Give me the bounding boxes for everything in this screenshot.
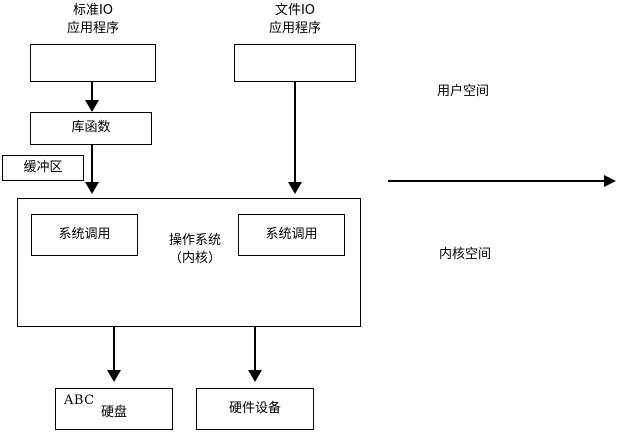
fileio-app-caption: 文件IO 应用程序 bbox=[268, 3, 321, 36]
syscall-box-right[interactable]: 系统调用 bbox=[238, 214, 345, 256]
hard-disk-box-inner: ABC 硬盘 bbox=[56, 389, 172, 429]
arrowhead-down-icon bbox=[107, 370, 121, 382]
stdio-app-box[interactable] bbox=[30, 44, 156, 82]
connector-lib-to-kernel bbox=[91, 145, 93, 184]
arrowhead-down-icon bbox=[288, 182, 302, 194]
connector-fileio-app-to-kernel bbox=[294, 82, 296, 184]
fileio-app-box[interactable] bbox=[234, 44, 356, 82]
hard-disk-abc-text: ABC bbox=[64, 393, 95, 408]
library-function-box[interactable]: 库函数 bbox=[30, 112, 152, 145]
space-divider-line bbox=[388, 180, 605, 182]
hard-disk-label: 硬盘 bbox=[100, 405, 127, 420]
user-space-label: 用户空间 bbox=[436, 84, 489, 99]
connector-stdio-app-to-lib bbox=[91, 82, 93, 102]
buffer-box[interactable]: 缓冲区 bbox=[2, 155, 84, 181]
connector-kernel-to-disk bbox=[113, 327, 115, 371]
stdio-app-caption: 标准IO 应用程序 bbox=[66, 3, 119, 36]
arrowhead-right-icon bbox=[604, 175, 616, 187]
connector-kernel-to-hardware bbox=[254, 327, 256, 371]
hard-disk-box[interactable]: ABC 硬盘 bbox=[55, 388, 173, 430]
hardware-device-box[interactable]: 硬件设备 bbox=[196, 388, 314, 430]
arrowhead-down-icon bbox=[248, 370, 262, 382]
operating-system-label: 操作系统 （内核） bbox=[168, 233, 221, 266]
arrowhead-down-icon bbox=[85, 182, 99, 194]
kernel-space-label: 内核空间 bbox=[438, 247, 491, 262]
syscall-box-left[interactable]: 系统调用 bbox=[31, 214, 138, 256]
arrowhead-down-icon bbox=[85, 100, 99, 112]
